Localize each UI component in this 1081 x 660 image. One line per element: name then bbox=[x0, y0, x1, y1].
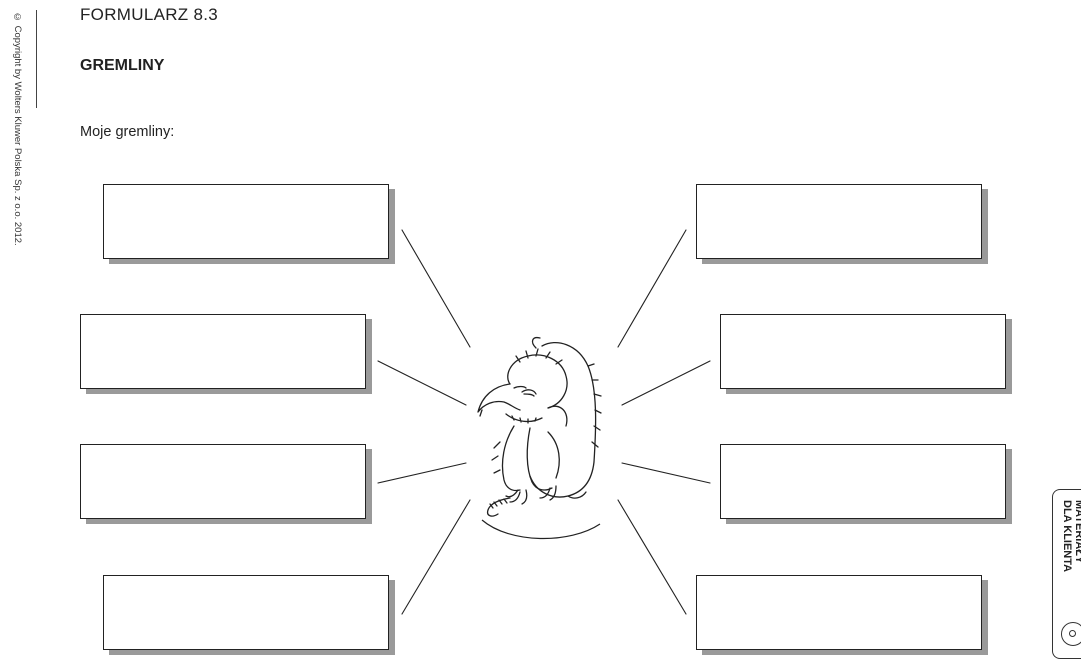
connector-line bbox=[622, 463, 710, 483]
connector-line bbox=[622, 361, 710, 405]
gremlin-box-2[interactable] bbox=[80, 314, 366, 389]
gremlin-illustration bbox=[470, 332, 610, 547]
gremlin-box-3[interactable] bbox=[80, 444, 366, 519]
gremlin-box-5[interactable] bbox=[696, 184, 982, 259]
connector-line bbox=[618, 230, 686, 347]
tab-label-line1: MATERIAŁY bbox=[1073, 500, 1081, 563]
connector-line bbox=[402, 230, 470, 347]
cd-icon bbox=[1061, 622, 1081, 646]
gremlin-box-1[interactable] bbox=[103, 184, 389, 259]
tab-label-line2: DLA KLIENTA bbox=[1061, 500, 1073, 572]
gremlin-box-8[interactable] bbox=[696, 575, 982, 650]
connector-line bbox=[618, 500, 686, 614]
gremlin-box-6[interactable] bbox=[720, 314, 1006, 389]
client-materials-tab: MATERIAŁY DLA KLIENTA bbox=[1052, 489, 1081, 659]
connector-line bbox=[378, 361, 466, 405]
connector-line bbox=[378, 463, 466, 483]
gremlin-box-4[interactable] bbox=[103, 575, 389, 650]
gremlin-box-7[interactable] bbox=[720, 444, 1006, 519]
connector-line bbox=[402, 500, 470, 614]
